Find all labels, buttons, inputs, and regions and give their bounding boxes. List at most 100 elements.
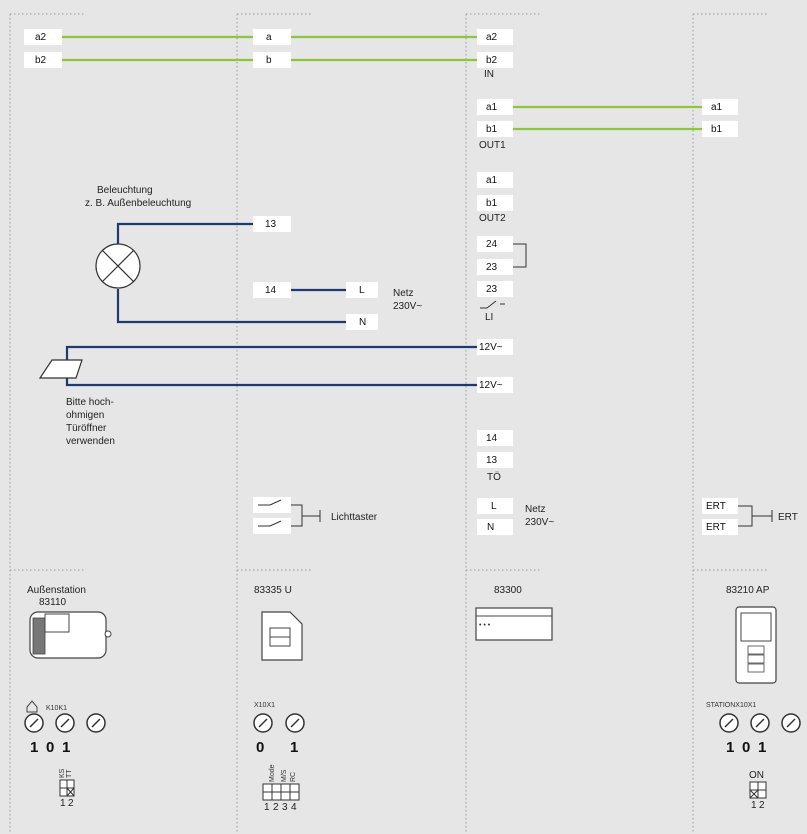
dip-switch-icon[interactable] — [262, 783, 300, 801]
terminal: L — [346, 282, 378, 298]
svg-text:14: 14 — [265, 285, 277, 296]
device-label: Außenstation — [27, 585, 86, 596]
flush-module-icon — [261, 611, 303, 661]
rotary-switch-icon[interactable] — [285, 713, 305, 733]
caption-to: TÖ — [487, 471, 501, 483]
device-number: 83110 — [39, 597, 67, 608]
caption-voltage: 230V~ — [393, 301, 422, 312]
dip-label: ON — [749, 770, 764, 781]
svg-text:ERT: ERT — [706, 501, 726, 512]
terminal: a1 — [477, 172, 513, 188]
terminal: 24 — [477, 236, 513, 252]
dip-number: 1 — [60, 798, 66, 809]
svg-text:b2: b2 — [486, 55, 498, 66]
ert-button-icon — [738, 505, 773, 527]
rotary-switch-icon[interactable] — [253, 713, 273, 733]
svg-text:a2: a2 — [486, 32, 498, 43]
svg-text:a: a — [266, 32, 272, 43]
bus-lines — [62, 35, 702, 131]
outdoor-station-icon — [29, 611, 112, 659]
svg-text:N: N — [359, 317, 366, 328]
dip-label: TT — [66, 769, 73, 778]
caption-li: LI — [485, 312, 493, 323]
column-separators — [9, 13, 768, 834]
dip-number: 1 — [264, 802, 270, 813]
svg-text:L: L — [359, 285, 365, 296]
dip-number: 2 — [273, 802, 279, 813]
caption-opener-2: ohmigen — [66, 410, 104, 421]
caption-opener-1: Bitte hoch- — [66, 397, 114, 408]
rotary-switch-icon[interactable] — [719, 713, 739, 733]
svg-text:a1: a1 — [711, 102, 723, 113]
svg-text:b1: b1 — [486, 198, 498, 209]
dip-label: KS — [59, 768, 66, 778]
terminal: L — [477, 498, 513, 514]
rotary-switch-icon[interactable] — [24, 713, 44, 733]
terminal: 14 — [477, 430, 513, 446]
svg-text:12V~: 12V~ — [479, 342, 503, 353]
svg-text:a1: a1 — [486, 102, 498, 113]
dial-digit: 1 — [726, 739, 734, 756]
svg-text:b1: b1 — [486, 124, 498, 135]
svg-text:13: 13 — [486, 455, 498, 466]
terminal: b — [253, 52, 291, 68]
svg-text:b: b — [266, 55, 272, 66]
dial-digit: 1 — [62, 739, 70, 756]
terminal: 12V~ — [477, 377, 513, 393]
terminal: ERT — [702, 519, 738, 535]
rotary-switch-icon[interactable] — [86, 713, 106, 733]
dial-digit: 1 — [290, 739, 298, 756]
dial-digit: 1 — [758, 739, 766, 756]
terminal: b1 — [477, 195, 513, 211]
rotary-switch-icon[interactable] — [750, 713, 770, 733]
terminal: a2 — [24, 29, 62, 45]
dip-number: 2 — [68, 798, 74, 809]
caption-ert: ERT — [778, 512, 798, 523]
dial-digit: 1 — [30, 739, 38, 756]
terminal: 23 — [477, 259, 513, 275]
dip-switch-icon[interactable] — [59, 779, 75, 797]
dip-number: 2 — [759, 800, 765, 811]
terminal: a1 — [477, 99, 513, 115]
dial-digit: 0 — [256, 739, 264, 756]
terminal: 14 — [253, 282, 291, 298]
switch-label: K10K1 — [46, 705, 67, 712]
power-wires — [65, 222, 477, 387]
rotary-switch-icon[interactable] — [781, 713, 801, 733]
dip-number: 4 — [291, 802, 297, 813]
terminal: 12V~ — [477, 339, 513, 355]
dip-label: RC — [290, 772, 297, 782]
terminal: N — [346, 314, 378, 330]
terminal: b2 — [24, 52, 62, 68]
dip-switch-icon[interactable] — [749, 781, 767, 799]
terminal: b1 — [477, 121, 513, 137]
rotary-switch-icon[interactable] — [55, 713, 75, 733]
caption-in: IN — [484, 69, 494, 80]
device-label: 83335 U — [254, 585, 292, 596]
dip-label: Mode — [269, 764, 276, 782]
terminal: a1 — [702, 99, 738, 115]
svg-text:23: 23 — [486, 262, 498, 273]
jumper-bridge — [513, 243, 527, 268]
dial-digit: 0 — [46, 739, 54, 756]
li-switch-icon — [480, 300, 505, 309]
svg-text:23: 23 — [486, 284, 498, 295]
caption-opener-4: verwenden — [66, 436, 115, 447]
caption-opener-3: Türöffner — [66, 423, 107, 434]
terminal: b1 — [702, 121, 738, 137]
dial-digit: 0 — [742, 739, 750, 756]
switch-label: X10X1 — [254, 702, 275, 709]
controller-module-icon: • • • — [475, 607, 553, 641]
svg-text:b1: b1 — [711, 124, 723, 135]
caption-lighting-example: z. B. Außenbeleuchtung — [85, 198, 191, 209]
door-opener-icon — [38, 359, 83, 379]
caption-lichttaster: Lichttaster — [331, 512, 378, 523]
svg-text:a1: a1 — [486, 175, 498, 186]
svg-text:24: 24 — [486, 239, 498, 250]
terminal: b2 — [477, 52, 513, 68]
indoor-station-icon — [735, 606, 777, 684]
terminal: a2 — [477, 29, 513, 45]
device-label: 83300 — [494, 585, 522, 596]
caption-lighting: Beleuchtung — [97, 185, 153, 196]
